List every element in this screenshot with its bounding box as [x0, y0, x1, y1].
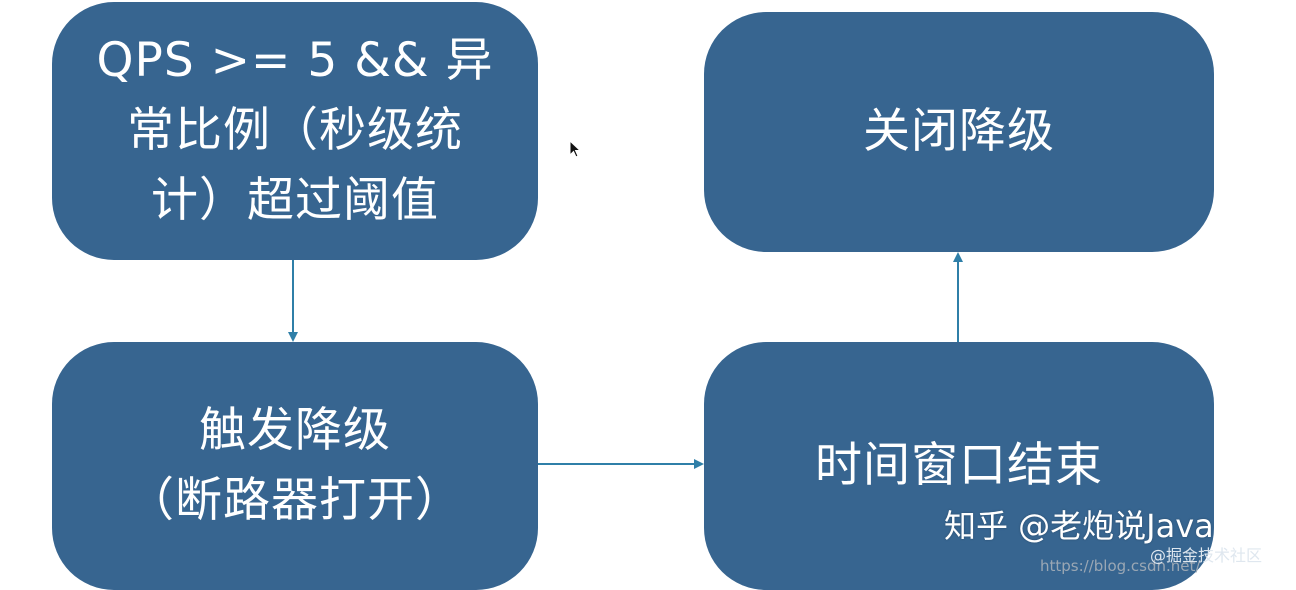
watermark-url: https://blog.csdn.net/: [1040, 557, 1201, 575]
node-trigger-condition-label: QPS >= 5 && 异 常比例（秒级统 计）超过阈值: [96, 33, 494, 228]
node-close-degrade: 关闭降级: [704, 12, 1214, 252]
watermark-juejin: @掘金技术社区: [1150, 546, 1263, 565]
node-trigger-condition: QPS >= 5 && 异 常比例（秒级统 计）超过阈值: [52, 2, 538, 260]
node-window-end-label: 时间窗口结束: [815, 438, 1103, 493]
node-trigger-degrade-label: 触发降级 （断路器打开）: [127, 403, 463, 528]
node-trigger-degrade: 触发降级 （断路器打开）: [52, 342, 538, 590]
node-close-degrade-label: 关闭降级: [863, 104, 1055, 159]
watermark-zhihu: 知乎 @老炮说Java: [944, 507, 1214, 545]
mouse-cursor-icon: [569, 140, 581, 158]
node-window-end: 时间窗口结束: [704, 342, 1214, 590]
